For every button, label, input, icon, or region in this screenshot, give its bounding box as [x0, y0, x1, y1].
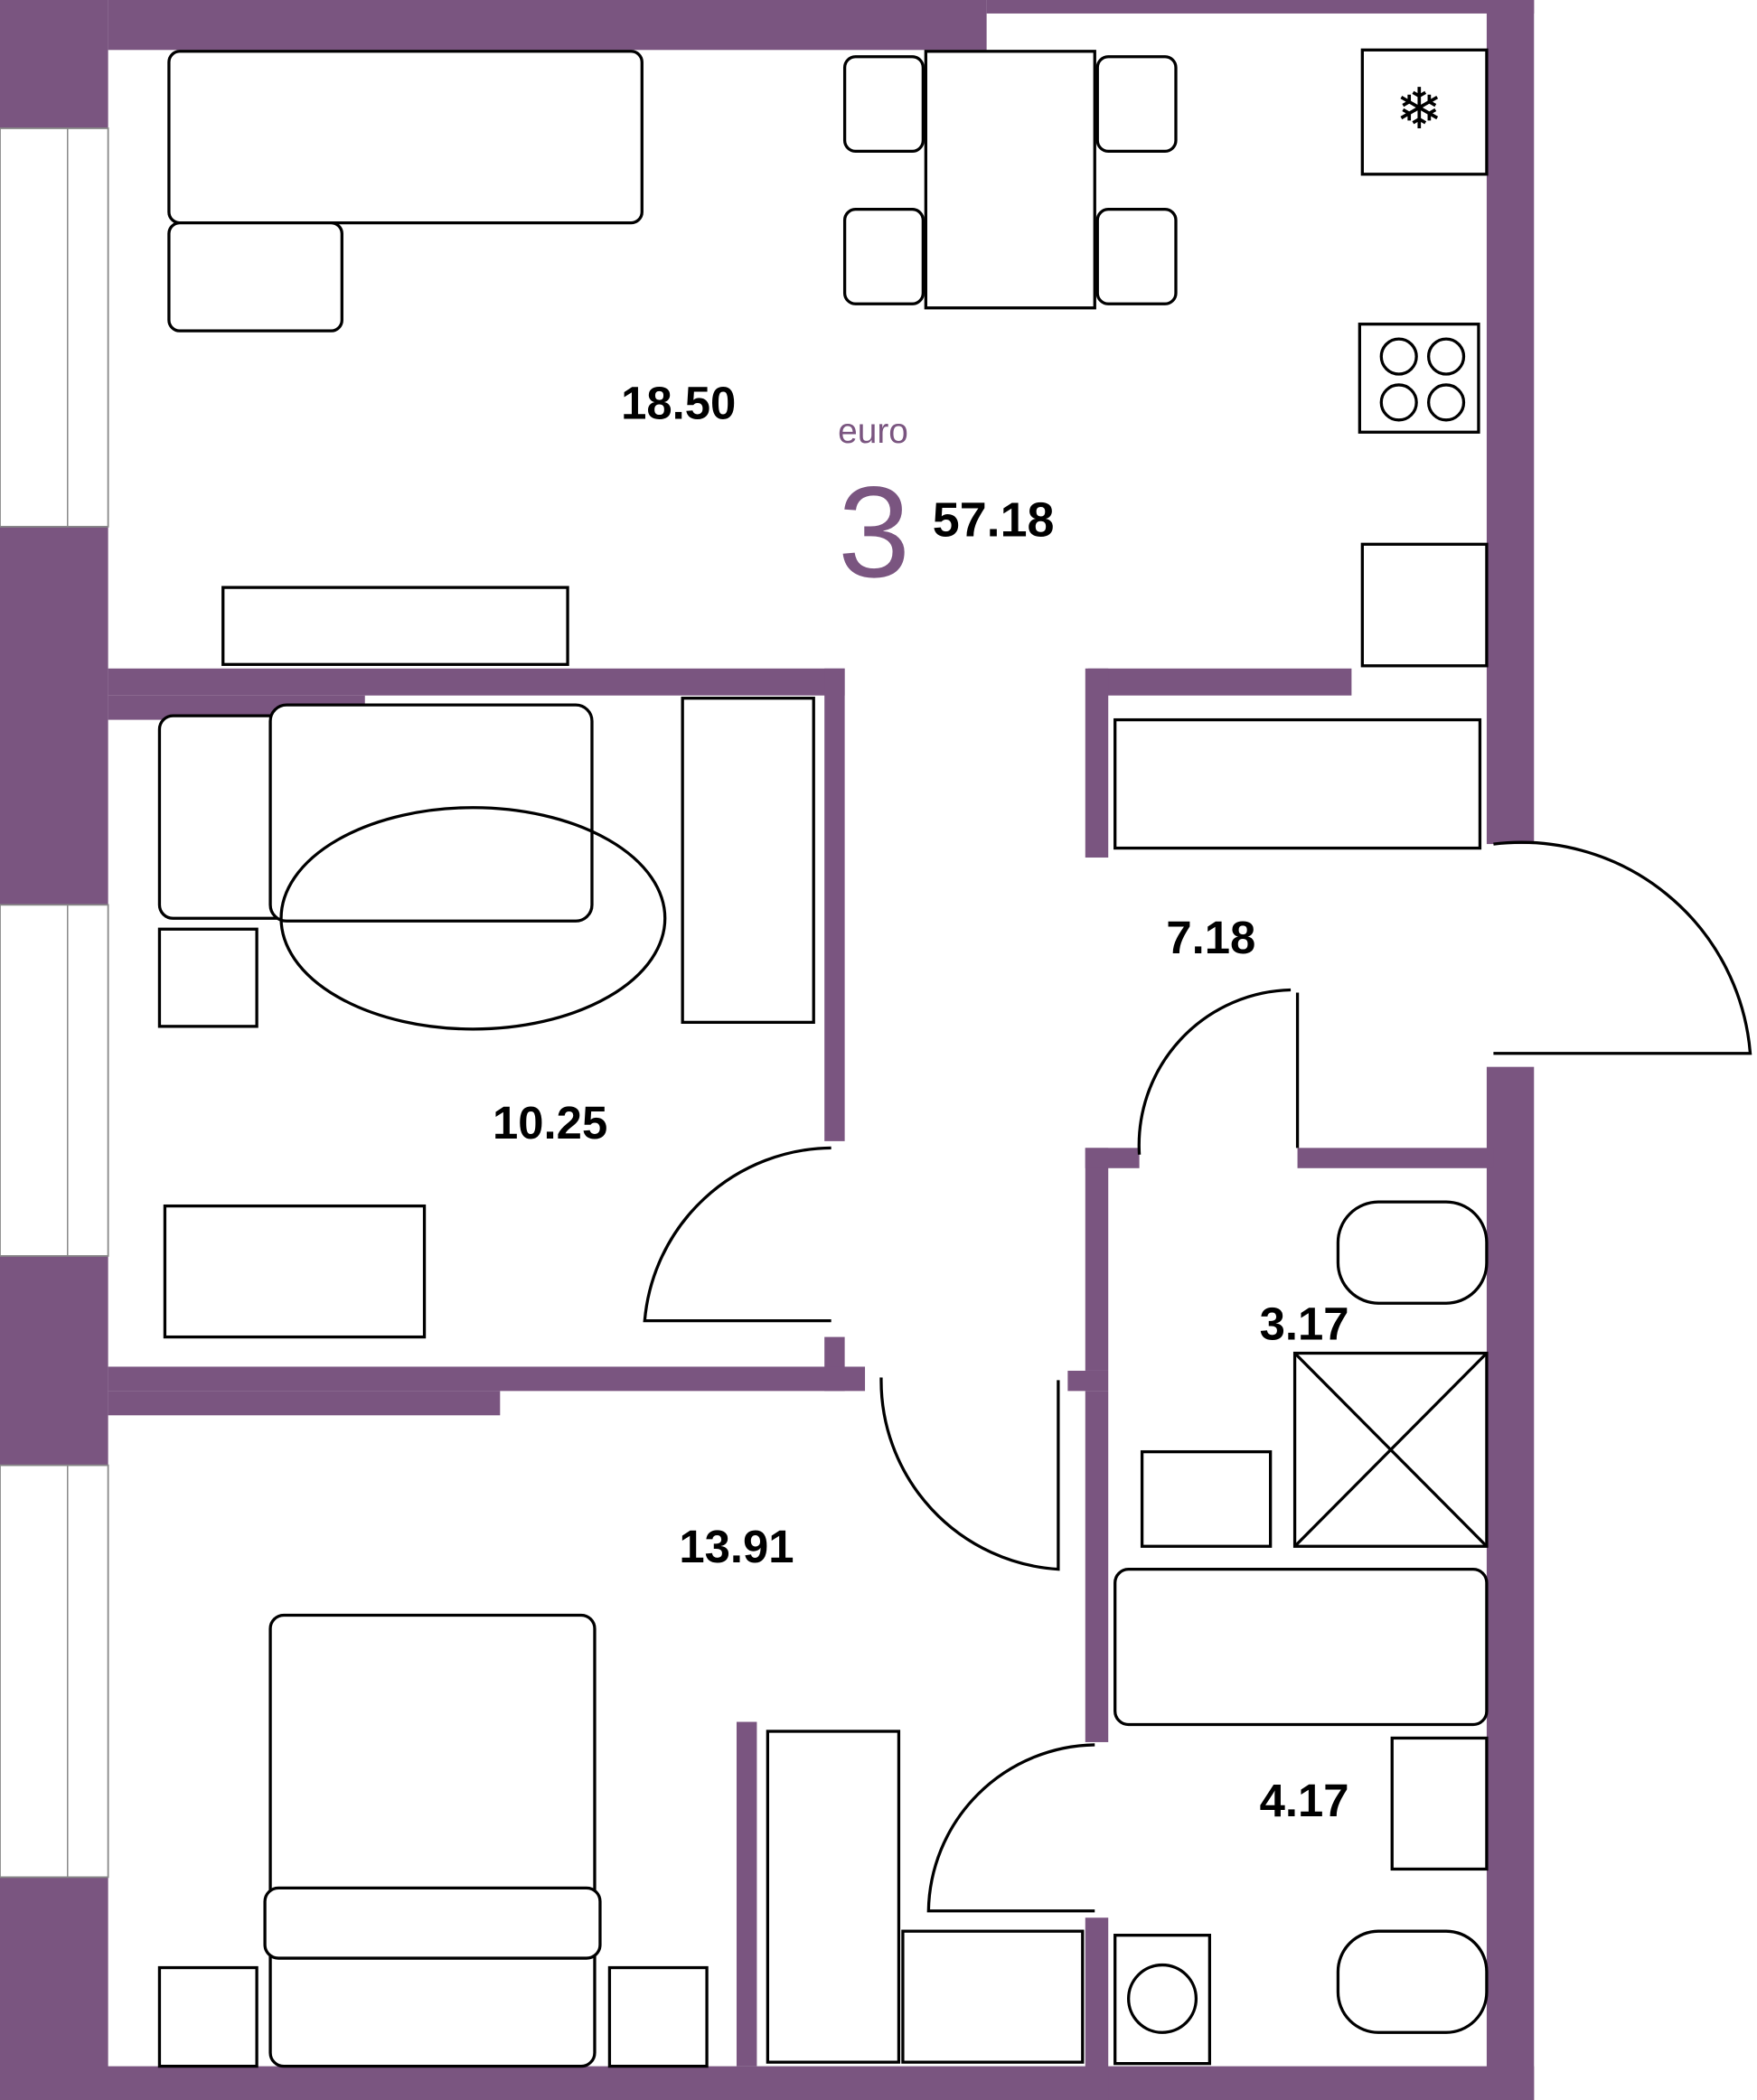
area-hallway: 7.18 — [1166, 912, 1255, 963]
windows — [0, 127, 109, 1879]
furniture: ❄ — [157, 48, 1489, 2068]
total-area: 57.18 — [933, 492, 1055, 547]
snowflake-icon: ❄ — [1395, 78, 1443, 141]
walls — [0, 0, 1535, 2100]
rooms-count: 3 — [838, 460, 910, 605]
area-bedroom-1: 10.25 — [493, 1097, 607, 1148]
doors — [643, 840, 1752, 1913]
area-bathroom-2: 4.17 — [1260, 1775, 1349, 1826]
area-bathroom-1: 3.17 — [1260, 1298, 1349, 1350]
layout-type-label: euro — [838, 412, 908, 451]
area-bedroom-2: 13.91 — [679, 1521, 794, 1572]
area-living-kitchen: 18.50 — [621, 377, 736, 428]
